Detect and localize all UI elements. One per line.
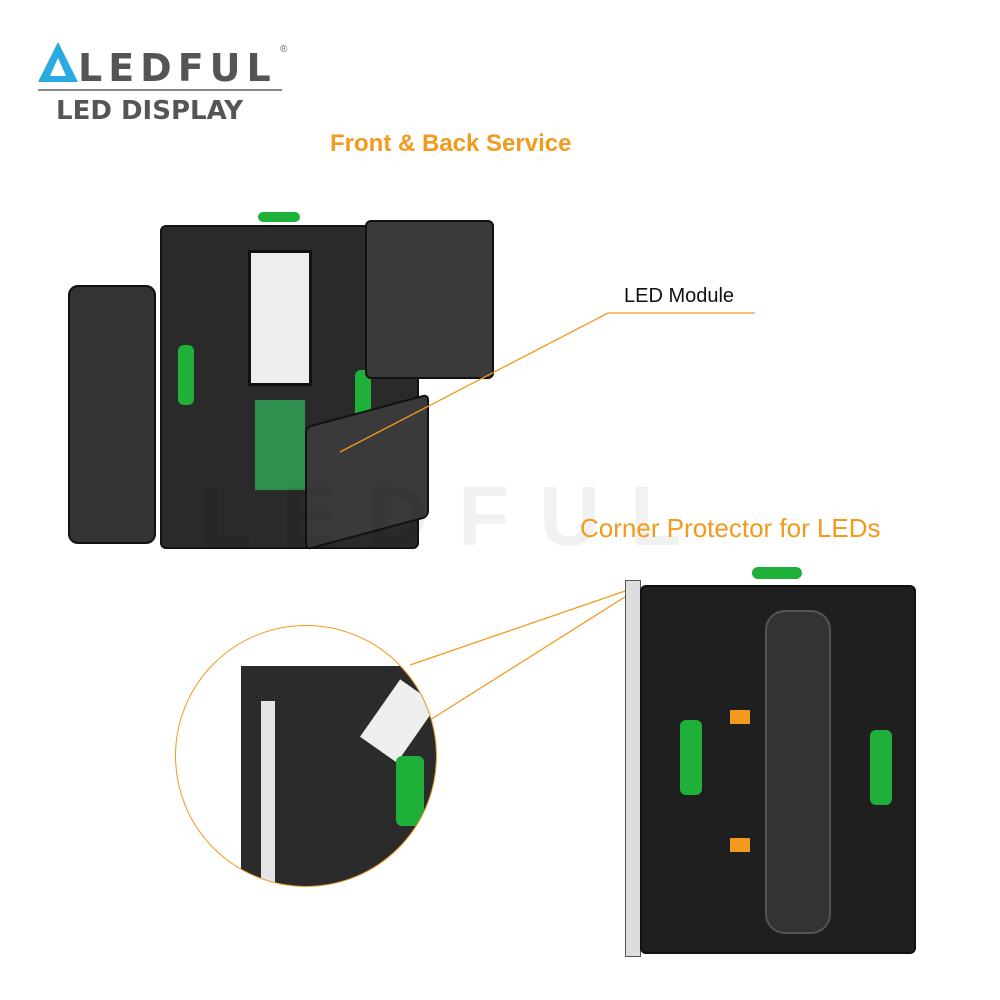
front-back-title: Front & Back Service xyxy=(330,130,572,157)
grip-icon xyxy=(178,345,194,405)
grip-icon xyxy=(396,756,424,826)
led-module-label: LED Module xyxy=(624,285,735,307)
power-cover-image xyxy=(765,610,831,934)
logo-divider xyxy=(38,89,282,91)
handle-icon xyxy=(752,567,802,579)
grip-icon xyxy=(680,720,702,795)
led-module-image xyxy=(365,220,494,379)
handle-icon xyxy=(258,212,300,222)
receiving-card-image xyxy=(255,400,305,490)
side-rail xyxy=(625,580,641,957)
logo-triangle-icon xyxy=(38,42,78,82)
corner-protector-label: Corner Protector for LEDs xyxy=(580,513,881,543)
logo-registered: ® xyxy=(280,44,288,55)
logo-brand: LEDFUL xyxy=(78,46,277,90)
grip-icon xyxy=(870,730,892,805)
back-cover-image xyxy=(68,285,156,544)
corner-rail xyxy=(261,701,275,886)
connector-icon xyxy=(730,838,750,852)
logo-subtitle: LED DISPLAY xyxy=(56,96,244,126)
corner-detail-circle xyxy=(175,625,437,887)
watermark: LEDFUL xyxy=(200,469,712,563)
connector-icon xyxy=(730,710,750,724)
power-box-image xyxy=(248,250,312,386)
